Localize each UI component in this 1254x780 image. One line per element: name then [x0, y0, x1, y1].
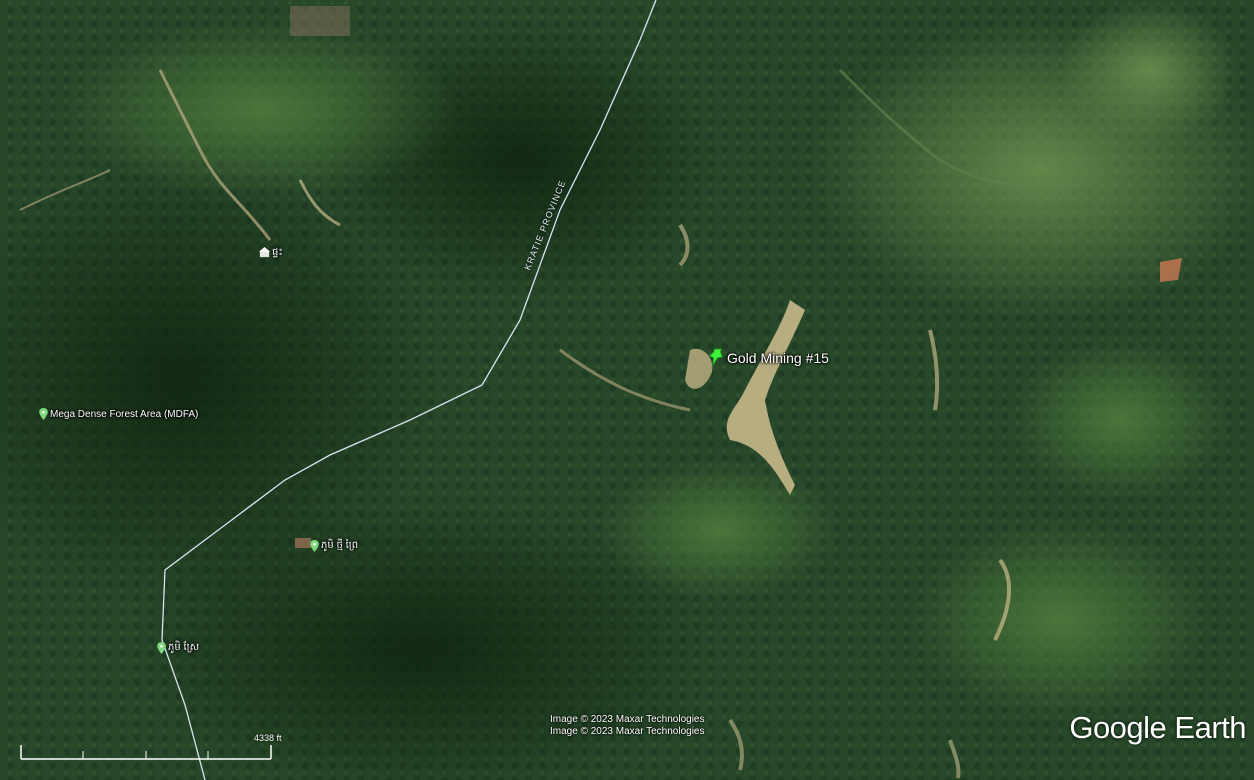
track-n [298, 179, 341, 227]
placemark-label: ផ្ទះ [272, 247, 283, 258]
pushpin-icon [708, 348, 724, 367]
google-earth-logo: Google Earth [1069, 710, 1246, 745]
dense-forest-west [0, 150, 440, 610]
imagery-credit-line: Image © 2023 Maxar Technologies [550, 726, 705, 737]
imagery-credit-line: Image © 2023 Maxar Technologies [550, 714, 705, 725]
clearing-patch-sw [295, 538, 311, 548]
field-area-e [1010, 340, 1230, 500]
clearing-patch-e [928, 329, 940, 411]
mining-clearing-2 [685, 348, 713, 389]
dense-forest-south [120, 500, 720, 780]
track-w [19, 169, 111, 211]
map-pin-icon [39, 408, 48, 420]
imagery-credit: Image © 2023 Maxar Technologies Image © … [550, 714, 705, 738]
stream-bed [559, 348, 691, 412]
placemark-label: ភូមិ ស្រែ [168, 642, 200, 653]
placemark-building[interactable]: ផ្ទះ [259, 245, 283, 260]
placemark-gold-mining[interactable]: Gold Mining #15 [708, 348, 829, 368]
clearing-patch-ul [290, 6, 350, 36]
field-area-nw [60, 20, 460, 200]
scale-bar [20, 745, 272, 760]
scale-bar-label: 4338 ft [254, 733, 282, 743]
track-nw [158, 69, 272, 241]
province-boundary-line [161, 0, 657, 780]
field-area-ne2 [1060, 0, 1240, 140]
field-area-c [600, 460, 840, 600]
field-area-se [910, 520, 1210, 720]
mining-clearing [726, 300, 805, 495]
placemark-mdfa[interactable]: Mega Dense Forest Area (MDFA) [39, 408, 198, 420]
placemark-village-1[interactable]: ភូមិ ថ្មី ​ព្រៃ [310, 538, 358, 553]
placemark-village-2[interactable]: ភូមិ ស្រែ [157, 640, 199, 655]
clearing-patch-s [728, 718, 744, 771]
clearing-patch-ts [948, 739, 961, 779]
building-icon [259, 247, 270, 258]
map-pin-icon [310, 539, 319, 552]
placemark-label-gold-mining: Gold Mining #15 [727, 350, 829, 366]
track-ne [838, 68, 1081, 189]
clearing-patch-ne [1160, 258, 1182, 282]
clearing-patch-se [993, 558, 1012, 641]
map-pin-icon [157, 641, 166, 654]
clearing-patch-c [678, 223, 690, 267]
placemark-label: ភូមិ ថ្មី ​ព្រៃ [321, 540, 359, 551]
placemark-label: Mega Dense Forest Area (MDFA) [50, 408, 199, 420]
